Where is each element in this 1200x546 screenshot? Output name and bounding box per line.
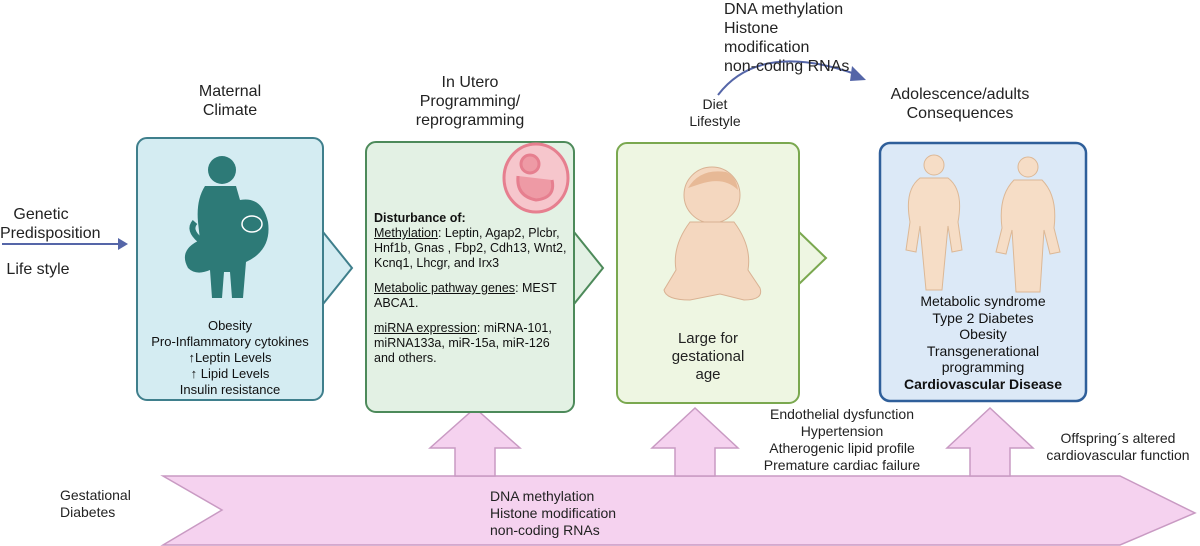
in-utero-chevron (573, 229, 605, 307)
gestational-diabetes-arrow (160, 475, 1197, 546)
adult-figures-icon (905, 154, 1061, 293)
up-arrow-3 (945, 406, 1035, 477)
large-gestational-age-text: Large for gestational age (671, 330, 745, 383)
maternal-climate-title: Maternal Climate (198, 83, 262, 119)
methylation-entry: Methylation: Leptin, Agap2, Plcbr, Hnf1b… (374, 226, 567, 270)
life-style-label: Life style (6, 261, 70, 278)
metabolic-entry: Metabolic pathway genes: MEST ABCA1. (374, 281, 557, 310)
input-arrow-head (118, 238, 128, 250)
disturbance-heading: Disturbance of: (374, 211, 466, 225)
diet-lifestyle-label: Diet Lifestyle (689, 96, 741, 129)
up-arrow-1 (428, 406, 522, 477)
up-arrow-2 (650, 406, 740, 477)
epigenetic-curve-arrow (717, 60, 859, 96)
cardiovascular-disease-label: Cardiovascular Disease (904, 375, 1062, 392)
maternal-chevron (322, 229, 354, 307)
in-utero-title: In Utero Programming/ reprogramming (415, 74, 525, 129)
epigenetic-arrow-head (850, 66, 866, 81)
consequences-list: Metabolic syndrome Type 2 Diabetes Obesi… (884, 293, 1082, 392)
baby-chevron (798, 229, 828, 287)
consequences-title: Adolescence/adults Consequences (890, 86, 1030, 122)
mirna-entry: miRNA expression: miRNA-101, miRNA133a, … (374, 321, 552, 365)
offspring-label: Offspring´s altered cardiovascular funct… (1046, 430, 1190, 463)
disturbance-text: Disturbance of: Methylation: Leptin, Aga… (374, 211, 570, 366)
gestational-diabetes-label: Gestational Diabetes (60, 487, 131, 520)
maternal-factors-list: Obesity Pro-Inflammatory cytokines ↑Lept… (151, 318, 309, 397)
fetus-icon (502, 142, 570, 214)
baby-icon (663, 166, 762, 301)
cardio-effects-list: Endothelial dysfunction Hypertension Ath… (763, 406, 921, 473)
bottom-epigenetic-label: DNA methylation Histone modification non… (490, 488, 617, 538)
genetic-predisposition-label: Genetic Predisposition (0, 206, 101, 242)
epigenetic-label-top: DNA methylation Histone modification non… (724, 1, 850, 75)
pregnant-woman-icon (184, 156, 269, 298)
